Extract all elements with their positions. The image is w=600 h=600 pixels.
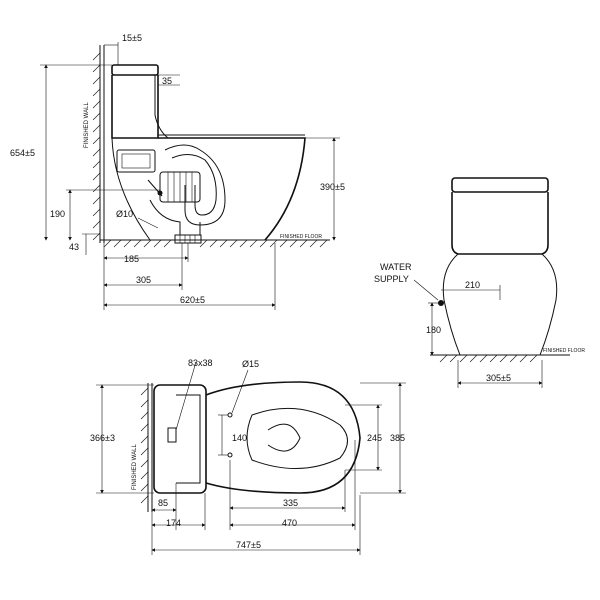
- dim-305-front: 305±5: [486, 373, 511, 383]
- side-floor: FINISHED FLOOR: [100, 234, 330, 248]
- side-wall-label: FINISHED WALL: [84, 102, 90, 148]
- dim-385: 385: [390, 433, 405, 443]
- water-supply: WATER SUPPLY: [374, 262, 444, 306]
- dim-620: 620±5: [180, 295, 205, 305]
- dim-210: 210: [465, 280, 480, 290]
- top-toilet-body: [153, 381, 361, 494]
- side-wall: FINISHED WALL: [84, 45, 105, 243]
- dim-15: 15±5: [122, 33, 142, 43]
- top-dimensions: 83x38 Ø15 366±3 140 245 385: [90, 358, 406, 555]
- water-supply-label-1: WATER: [380, 262, 412, 272]
- dim-185: 185: [124, 254, 139, 264]
- water-supply-label-2: SUPPLY: [374, 274, 409, 284]
- front-floor-label: FINISHED FLOOR: [543, 348, 585, 354]
- dim-140: 140: [232, 433, 247, 443]
- dim-747: 747±5: [236, 540, 261, 550]
- dim-85: 85: [158, 498, 168, 508]
- dim-654: 654±5: [10, 148, 35, 158]
- dim-245: 245: [367, 433, 382, 443]
- dim-d15-top: Ø15: [242, 359, 259, 369]
- side-dimensions: 15±5 35 654±5 390±5 190 43 Ø10: [10, 33, 345, 310]
- dim-366: 366±3: [90, 433, 115, 443]
- dim-35: 35: [162, 76, 172, 86]
- dim-174: 174: [166, 518, 181, 528]
- dim-305: 305: [136, 275, 151, 285]
- side-floor-label: FINISHED FLOOR: [280, 234, 322, 240]
- front-view: FINISHED FLOOR WATER SUPPLY 210 180 305±…: [374, 177, 585, 388]
- dim-190: 190: [50, 209, 65, 219]
- dim-335: 335: [283, 498, 298, 508]
- side-view: FINISHED WALL FINISHED FLOOR: [10, 33, 345, 310]
- dim-83x38: 83x38: [188, 358, 213, 368]
- dim-180: 180: [426, 325, 441, 335]
- front-floor: FINISHED FLOOR: [430, 348, 585, 363]
- dim-43: 43: [69, 242, 79, 252]
- front-dimensions: 210 180 305±5: [426, 280, 543, 388]
- dim-470: 470: [282, 518, 297, 528]
- front-toilet-body: [442, 177, 558, 356]
- top-wall-label: FINISHED WALL: [132, 444, 138, 490]
- top-wall: FINISHED WALL: [132, 383, 153, 512]
- top-view: FINISHED WALL 83x38 Ø15 366±3: [90, 358, 406, 555]
- dim-390: 390±5: [320, 182, 345, 192]
- dim-d10: Ø10: [116, 209, 133, 219]
- side-toilet-body: [111, 64, 306, 244]
